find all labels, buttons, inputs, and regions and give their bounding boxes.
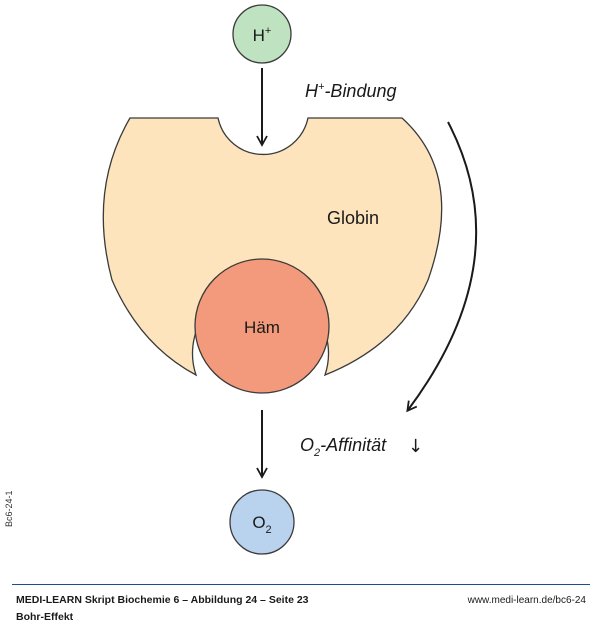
footer-title: MEDI-LEARN Skript Biochemie 6 – Abbildun… — [16, 594, 309, 606]
figure-code: Bc6-24-1 — [4, 490, 14, 527]
o2-circle — [229, 489, 295, 555]
globin-label: Globin — [327, 208, 379, 228]
footer-subtitle: Bohr-Effekt — [16, 611, 74, 623]
h-ion-circle — [232, 4, 292, 64]
h-ion-label: H+ — [253, 25, 272, 45]
h-binding-label: H+-Bindung — [305, 81, 397, 101]
effect-curved-arrow — [406, 121, 478, 413]
o2-affinity-label: O2-Affinität — [300, 435, 387, 459]
haem-label: Häm — [244, 318, 280, 337]
down-arrow-icon: ↓ — [408, 436, 423, 457]
footer-rule — [12, 584, 590, 585]
o2-label: O2 — [252, 513, 271, 536]
haem-circle — [194, 258, 330, 394]
footer-url: www.medi-learn.de/bc6-24 — [467, 595, 586, 606]
